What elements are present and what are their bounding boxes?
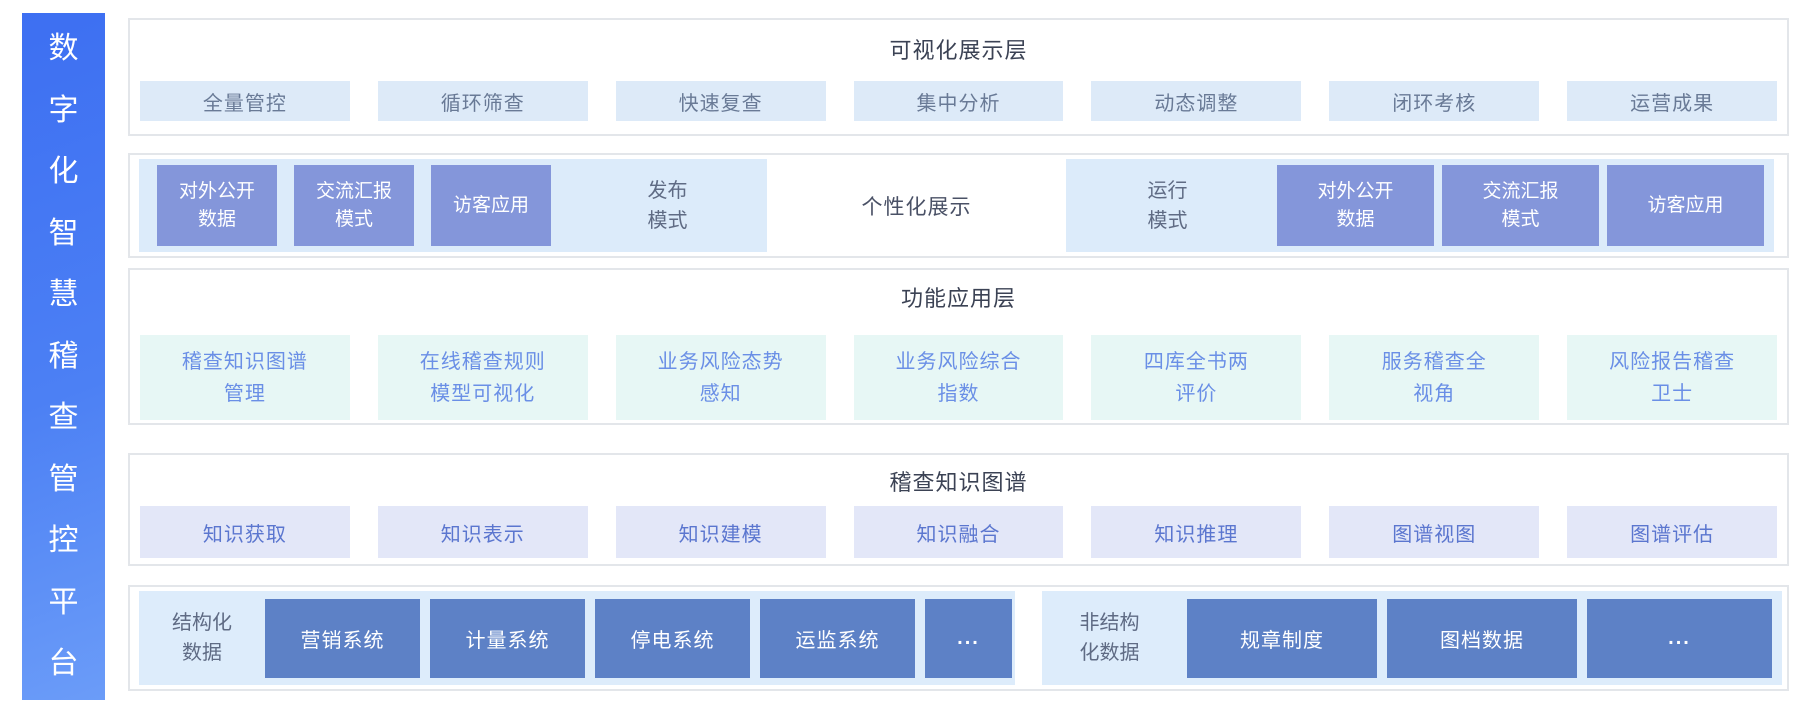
- knowledge-item: 知识推理: [1091, 506, 1302, 558]
- run-mode-box: 交流汇报 模式: [1442, 165, 1599, 246]
- visualization-item: 循环筛查: [377, 81, 588, 121]
- layer-function: 功能应用层 稽查知识图谱 管理 在线稽查规则 模型可视化 业务风险态势 感知 业…: [128, 268, 1789, 425]
- unstructured-data-group: 非结构 化数据 规章制度 图档数据 ...: [1042, 591, 1782, 685]
- knowledge-item: 知识获取: [140, 506, 350, 558]
- function-item: 在线稽查规则 模型可视化: [377, 335, 588, 420]
- knowledge-item: 知识表示: [377, 506, 588, 558]
- system-box-more: ...: [925, 598, 1012, 678]
- function-items: 稽查知识图谱 管理 在线稽查规则 模型可视化 业务风险态势 感知 业务风险综合 …: [130, 335, 1787, 420]
- layer-knowledge-graph: 稽查知识图谱 知识获取 知识表示 知识建模 知识融合 知识推理 图谱视图 图谱评…: [128, 453, 1789, 566]
- layer-visualization: 可视化展示层 全量管控 循环筛查 快速复查 集中分析 动态调整 闭环考核 运营成…: [128, 18, 1789, 136]
- function-item: 稽查知识图谱 管理: [140, 335, 350, 420]
- publish-mode-box: 交流汇报 模式: [294, 165, 414, 246]
- layer-knowledge-title: 稽查知识图谱: [889, 470, 1028, 495]
- system-box: 计量系统: [430, 598, 585, 678]
- architecture-diagram: 可视化展示层 全量管控 循环筛查 快速复查 集中分析 动态调整 闭环考核 运营成…: [128, 0, 1793, 710]
- system-box: 运监系统: [760, 598, 915, 678]
- visualization-item: 运营成果: [1567, 81, 1778, 121]
- platform-brand-bar: 数字化智慧稽查管控平台: [22, 13, 105, 700]
- publish-mode-label: 发布 模式: [647, 179, 688, 232]
- system-box: 图档数据: [1387, 598, 1577, 678]
- knowledge-item: 图谱视图: [1329, 506, 1540, 558]
- visualization-item: 动态调整: [1091, 81, 1302, 121]
- function-item: 服务稽查全 视角: [1329, 335, 1540, 420]
- run-mode-label: 运行 模式: [1147, 179, 1188, 232]
- function-item: 业务风险态势 感知: [615, 335, 826, 420]
- structured-data-label: 结构化 数据: [172, 612, 232, 664]
- knowledge-item: 知识建模: [615, 506, 826, 558]
- platform-title: 数字化智慧稽查管控平台: [48, 32, 79, 681]
- knowledge-item: 图谱评估: [1567, 506, 1778, 558]
- system-box: 停电系统: [595, 598, 750, 678]
- system-box: 规章制度: [1187, 598, 1377, 678]
- function-item: 四库全书两 评价: [1091, 335, 1302, 420]
- publish-mode-box: 对外公开 数据: [157, 165, 277, 246]
- layer-visualization-title: 可视化展示层: [889, 38, 1028, 63]
- layer-modes: 对外公开 数据 交流汇报 模式 访客应用 发布 模式 个性化展示 运行 模式 对…: [128, 153, 1789, 258]
- knowledge-item: 知识融合: [853, 506, 1064, 558]
- publish-mode-box: 访客应用: [431, 165, 551, 246]
- system-box: 营销系统: [265, 598, 420, 678]
- system-box-more: ...: [1587, 598, 1772, 678]
- structured-data-group: 结构化 数据 营销系统 计量系统 停电系统 运监系统 ...: [139, 591, 1015, 685]
- visualization-item: 全量管控: [140, 81, 350, 121]
- knowledge-items: 知识获取 知识表示 知识建模 知识融合 知识推理 图谱视图 图谱评估: [130, 506, 1787, 558]
- function-item: 风险报告稽查 卫士: [1567, 335, 1778, 420]
- layer-function-title: 功能应用层: [900, 286, 1016, 311]
- run-mode-group: 运行 模式 对外公开 数据 交流汇报 模式 访客应用: [1066, 159, 1774, 252]
- visualization-item: 快速复查: [615, 81, 826, 121]
- visualization-items: 全量管控 循环筛查 快速复查 集中分析 动态调整 闭环考核 运营成果: [130, 81, 1787, 121]
- visualization-item: 闭环考核: [1329, 81, 1540, 121]
- personalized-display-label: 个性化展示: [861, 195, 972, 219]
- run-mode-box: 对外公开 数据: [1277, 165, 1434, 246]
- layer-data-sources: 结构化 数据 营销系统 计量系统 停电系统 运监系统 ... 非结构 化数据 规…: [128, 585, 1789, 691]
- publish-mode-group: 对外公开 数据 交流汇报 模式 访客应用 发布 模式: [139, 159, 767, 252]
- visualization-item: 集中分析: [853, 81, 1064, 121]
- run-mode-box: 访客应用: [1607, 165, 1764, 246]
- unstructured-data-label: 非结构 化数据: [1079, 612, 1140, 664]
- function-item: 业务风险综合 指数: [853, 335, 1064, 420]
